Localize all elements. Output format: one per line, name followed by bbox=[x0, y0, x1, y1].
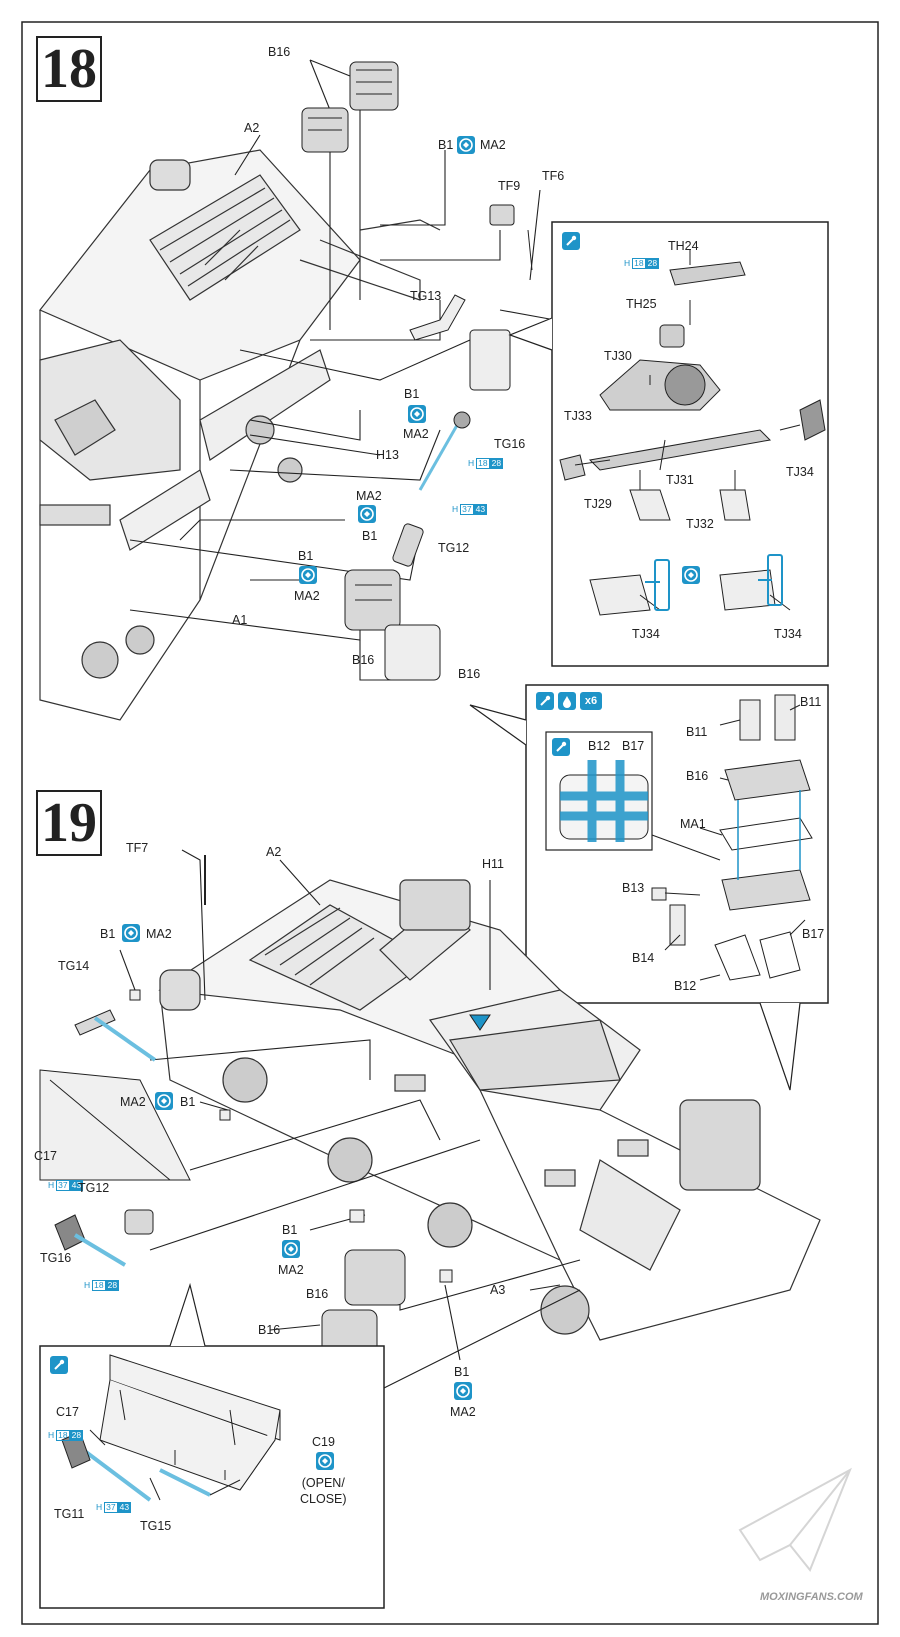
part-label-b13: B13 bbox=[622, 881, 645, 895]
part-label-b1: B1 bbox=[298, 549, 314, 563]
part-label-tg13: TG13 bbox=[410, 289, 442, 303]
part-label-tj34: TJ34 bbox=[774, 627, 802, 641]
cement-icon bbox=[454, 1382, 472, 1400]
part-label-a2: A2 bbox=[266, 845, 282, 859]
part-label-ma2: MA2 bbox=[120, 1095, 146, 1109]
part-label-c17: C17 bbox=[56, 1405, 79, 1419]
part-label-b14: B14 bbox=[632, 951, 655, 965]
part-label-tj33: TJ33 bbox=[564, 409, 592, 423]
part-label-th24: TH24 bbox=[668, 239, 699, 253]
cement-icon bbox=[282, 1240, 300, 1258]
part-label-tg15: TG15 bbox=[140, 1519, 172, 1533]
part-label-th25: TH25 bbox=[626, 297, 657, 311]
part-label-b16: B16 bbox=[268, 45, 291, 59]
part-label-tf6: TF6 bbox=[542, 169, 565, 183]
paint-brush-icon bbox=[562, 232, 580, 250]
part-label-b16: B16 bbox=[306, 1287, 329, 1301]
part-label-b11: B11 bbox=[800, 695, 822, 709]
cement-icon bbox=[682, 566, 700, 584]
cement-icon bbox=[358, 505, 376, 523]
quantity-badge: x6 bbox=[580, 692, 602, 710]
part-label-b1: B1 bbox=[438, 138, 454, 152]
part-label-b16: B16 bbox=[258, 1323, 281, 1337]
part-label-ma2: MA2 bbox=[294, 589, 320, 603]
part-label-b17: B17 bbox=[622, 739, 645, 753]
part-label-tj32: TJ32 bbox=[686, 517, 714, 531]
part-label-b16: B16 bbox=[686, 769, 709, 783]
part-label-tj29: TJ29 bbox=[584, 497, 612, 511]
part-label-b1: B1 bbox=[180, 1095, 196, 1109]
watermark: MOXINGFANS.COM bbox=[760, 1591, 863, 1603]
part-label-b1: B1 bbox=[100, 927, 116, 941]
part-label-tj30: TJ30 bbox=[604, 349, 632, 363]
part-label-b1: B1 bbox=[362, 529, 378, 543]
part-label-tg14: TG14 bbox=[58, 959, 90, 973]
part-label-tf9: TF9 bbox=[498, 179, 521, 193]
step-19-number: 19 bbox=[36, 790, 102, 856]
part-label-b12: B12 bbox=[588, 739, 611, 753]
paint-brush-icon bbox=[552, 738, 570, 756]
part-label-h13: H13 bbox=[376, 448, 399, 462]
part-label-b1: B1 bbox=[404, 387, 420, 401]
part-label-ma1: MA1 bbox=[680, 817, 706, 831]
part-label-b11: B11 bbox=[686, 725, 708, 739]
part-label-tg12: TG12 bbox=[78, 1181, 110, 1195]
part-label-tj34: TJ34 bbox=[632, 627, 660, 641]
part-label-ma2: MA2 bbox=[450, 1405, 476, 1419]
part-label-tg11: TG11 bbox=[54, 1507, 85, 1521]
cement-icon bbox=[457, 136, 475, 154]
open-close-note: (OPEN/ CLOSE) bbox=[300, 1476, 347, 1506]
step-18-number: 18 bbox=[36, 36, 102, 102]
part-label-tg12: TG12 bbox=[438, 541, 470, 555]
part-label-ma2: MA2 bbox=[146, 927, 172, 941]
part-label-c19: C19 bbox=[312, 1435, 335, 1449]
part-label-b1: B1 bbox=[454, 1365, 470, 1379]
cement-icon bbox=[316, 1452, 334, 1470]
cement-icon bbox=[122, 924, 140, 942]
part-label-b1: B1 bbox=[282, 1223, 298, 1237]
cement-icon bbox=[408, 405, 426, 423]
part-label-ma2: MA2 bbox=[278, 1263, 304, 1277]
part-label-tg16: TG16 bbox=[40, 1251, 72, 1265]
part-label-tj31: TJ31 bbox=[666, 473, 694, 487]
part-label-ma2: MA2 bbox=[403, 427, 429, 441]
part-label-ma2: MA2 bbox=[356, 489, 382, 503]
part-label-tg16: TG16 bbox=[494, 437, 526, 451]
part-label-b16: B16 bbox=[458, 667, 481, 681]
part-label-c17: C17 bbox=[34, 1149, 57, 1163]
part-label-a2: A2 bbox=[244, 121, 260, 135]
part-label-a1: A1 bbox=[232, 613, 248, 627]
part-label-tf7: TF7 bbox=[126, 841, 149, 855]
part-label-b12: B12 bbox=[674, 979, 697, 993]
paint-brush-icon bbox=[536, 692, 554, 710]
glue-drop-icon bbox=[558, 692, 576, 710]
cement-icon bbox=[299, 566, 317, 584]
part-label-h11: H11 bbox=[482, 857, 505, 871]
part-label-ma2: MA2 bbox=[480, 138, 506, 152]
part-label-a3: A3 bbox=[490, 1283, 506, 1297]
paint-brush-icon bbox=[50, 1356, 68, 1374]
part-label-b16: B16 bbox=[352, 653, 375, 667]
part-label-tj34: TJ34 bbox=[786, 465, 814, 479]
part-label-b17: B17 bbox=[802, 927, 825, 941]
cement-icon bbox=[155, 1092, 173, 1110]
